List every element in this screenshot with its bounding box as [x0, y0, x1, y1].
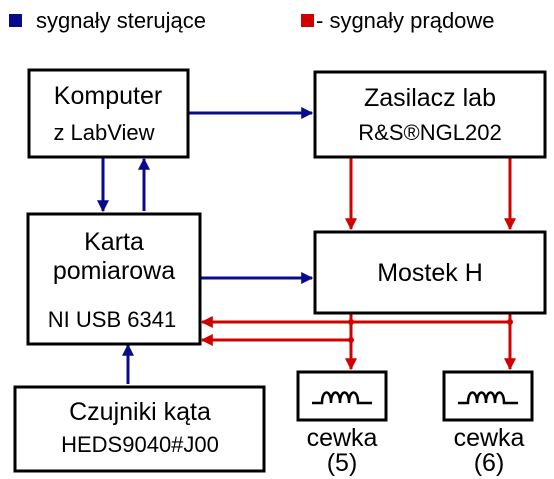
daq-card-title-1: Karta	[84, 228, 144, 256]
current-signals	[200, 157, 516, 371]
coil-6-block: cewka (6)	[442, 370, 534, 477]
junction-dot-left	[348, 319, 354, 325]
coil-6-inductor-icon	[458, 391, 518, 405]
legend-control-label: sygnały sterujące	[36, 8, 206, 33]
computer-block: Komputer z LabView	[27, 68, 190, 159]
power-supply-title: Zasilacz lab	[364, 84, 496, 112]
junction-dot-lower	[348, 337, 354, 343]
daq-card-title-2: pomiarowa	[53, 257, 175, 285]
angle-sensors-model: HEDS9040#J00	[61, 432, 219, 457]
legend-control-swatch	[9, 14, 22, 27]
power-supply-block: Zasilacz lab R&S®NGL202	[313, 70, 547, 159]
control-signals	[97, 107, 314, 384]
daq-card-model: NI USB 6341	[48, 307, 176, 332]
power-supply-model: R&S®NGL202	[358, 120, 501, 145]
h-bridge-block: Mostek H	[313, 230, 547, 315]
computer-title: Komputer	[54, 82, 162, 110]
junction-dot-right	[507, 319, 513, 325]
daq-card-block: Karta pomiarowa NI USB 6341	[26, 212, 202, 346]
computer-subtitle: z LabView	[53, 120, 154, 145]
legend-current-label: - sygnały prądowe	[316, 8, 495, 33]
coil-6-number: (6)	[474, 449, 505, 477]
coil-5-number: (5)	[327, 449, 358, 477]
coil-5-block: cewka (5)	[296, 370, 388, 477]
coil-6-label: cewka	[454, 424, 525, 452]
angle-sensors-block: Czujniki kąta HEDS9040#J00	[13, 385, 266, 473]
coil-5-inductor-icon	[312, 391, 372, 405]
angle-sensors-title: Czujniki kąta	[69, 398, 211, 426]
legend-current-swatch	[301, 14, 314, 27]
h-bridge-title: Mostek H	[377, 259, 483, 287]
coil-5-label: cewka	[307, 424, 378, 452]
